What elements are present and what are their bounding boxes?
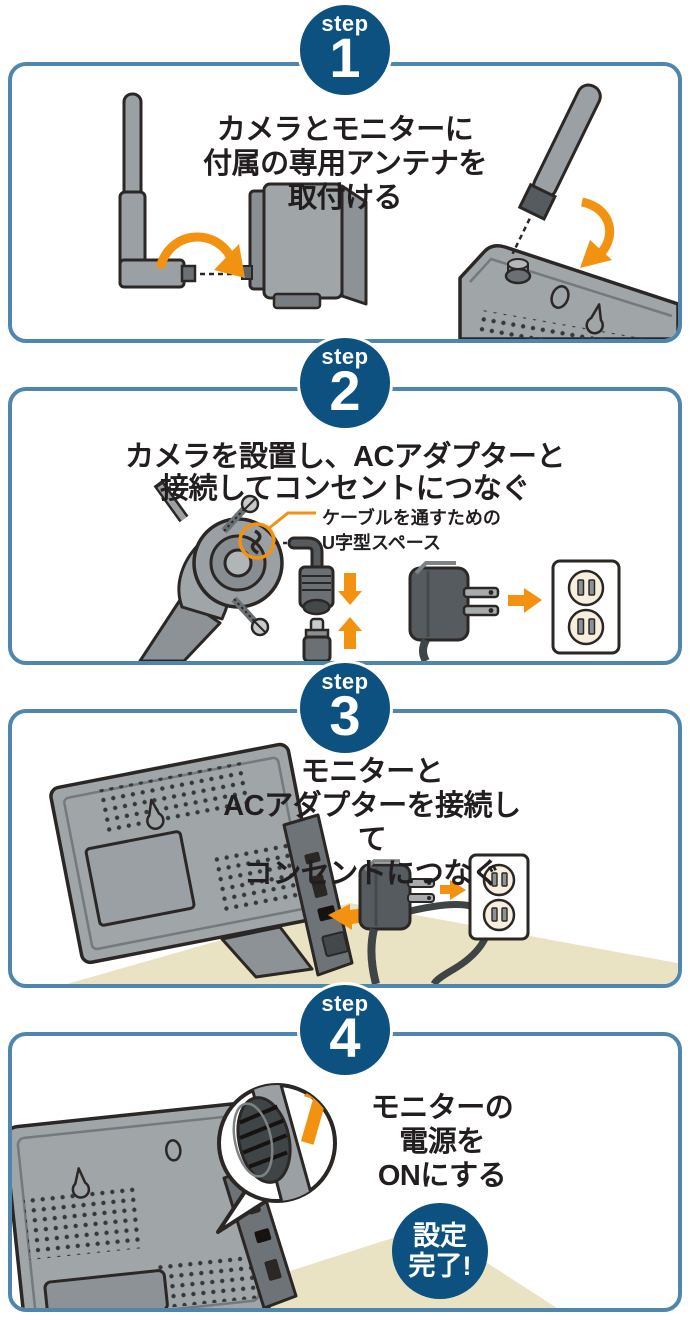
camera-mount-icon (138, 479, 316, 661)
power-port (317, 905, 337, 922)
keyhole-mount-icon (146, 798, 165, 830)
panel-step-2: カメラを設置し、ACアダプターと 接続してコンセントにつなぐ ケーブルを通すため… (8, 387, 682, 665)
screw-icon (231, 596, 270, 637)
step-badge-label: step (321, 669, 369, 694)
step-badge-number: 4 (329, 1006, 361, 1069)
ac-adapter-icon (408, 561, 542, 661)
connect-arrow-up-icon (338, 617, 362, 649)
ac-adapter-icon (358, 859, 466, 984)
step1-illustration (118, 83, 678, 339)
step1-heading: カメラとモニターに 付属の専用アンテナを 取付ける (203, 114, 487, 214)
step-badge-label: step (321, 344, 369, 369)
antenna-icon (511, 83, 602, 255)
step-badge-2: step 2 (297, 335, 393, 431)
u-slot-annotation: ケーブルを通すための U字型スペース (322, 508, 501, 553)
step-badge-1: step 1 (297, 2, 393, 98)
step2-illustration (138, 479, 621, 661)
monitor-back-icon (12, 1101, 298, 1308)
setup-complete-badge: 設定 完了! (392, 1203, 488, 1299)
keyhole-mount-icon (71, 1167, 91, 1199)
annotation-leader-line (267, 511, 316, 531)
rotate-arrow-icon (580, 197, 615, 260)
step3-illustration (49, 742, 678, 984)
step-badge-number: 1 (329, 26, 361, 89)
step-badge-label: step (321, 991, 369, 1016)
step-badge-number: 2 (329, 359, 361, 422)
monitor-back-icon (49, 742, 354, 979)
keyhole-mount-icon (585, 303, 604, 335)
step4-illustration (12, 1083, 557, 1308)
step2-heading: カメラを設置し、ACアダプターと 接続してコンセントにつなぐ (125, 441, 565, 505)
connect-arrow-right-icon (508, 588, 542, 613)
u-slot-icon (250, 529, 262, 555)
u-slot-highlight-ring (238, 522, 276, 560)
panel-step-1: カメラとモニターに 付属の専用アンテナを 取付ける (8, 62, 682, 343)
step-badge-4: step 4 (297, 982, 393, 1078)
power-switch-callout (216, 1083, 337, 1234)
screw-icon (221, 494, 260, 534)
connect-arrow-right-icon (440, 880, 466, 900)
monitor-antenna-icon (458, 83, 678, 339)
step-badge-3: step 3 (297, 660, 393, 756)
outlet-icon (551, 559, 621, 655)
connect-arrow-down-icon (338, 573, 362, 605)
camera-antenna-icon (118, 92, 368, 310)
step4-heading: モニターの 電源を ONにする (370, 1092, 514, 1192)
step-badge-label: step (321, 11, 369, 36)
rotate-arrow-icon (155, 232, 234, 270)
step-badge-number: 3 (329, 684, 361, 747)
step3-heading: モニターと ACアダプターを接続して コンセントにつなぐ (223, 756, 521, 890)
outlet-icon (468, 853, 530, 941)
dc-connectors-icon (275, 536, 362, 661)
